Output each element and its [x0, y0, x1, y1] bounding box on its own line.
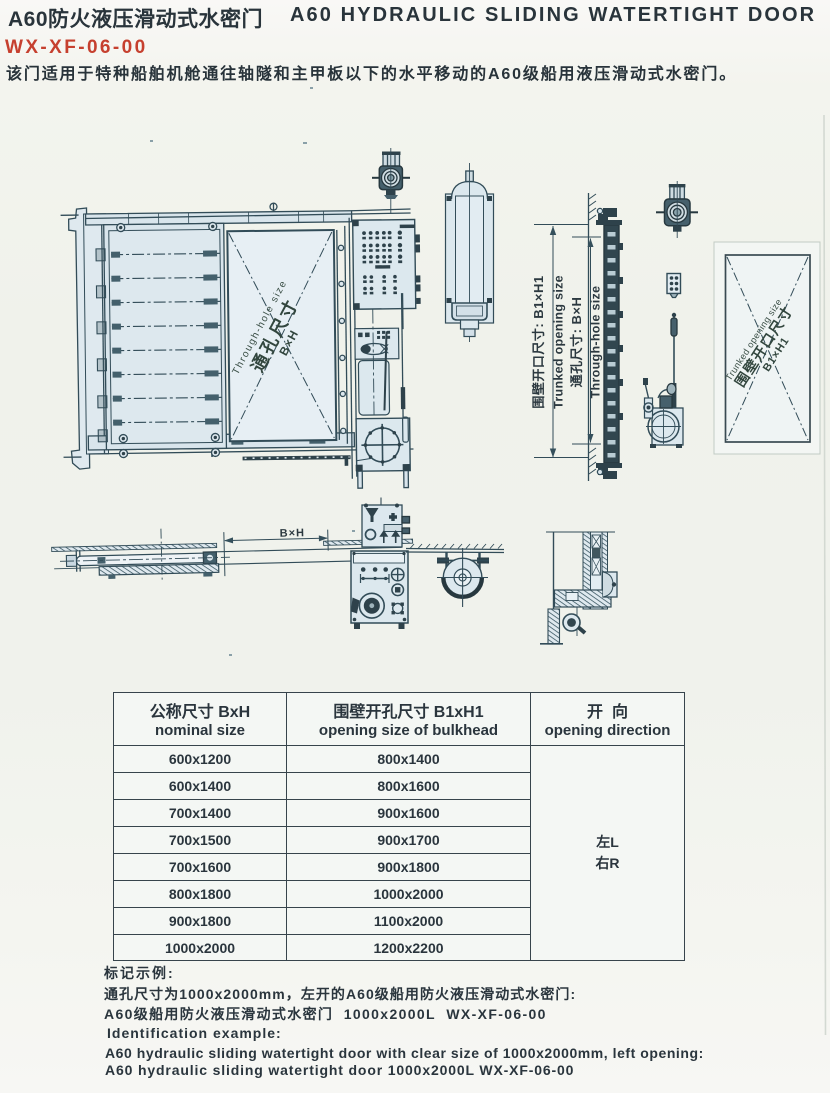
- svg-text:Through-hole size: Through-hole size: [589, 286, 603, 399]
- svg-text:Trunked opening size: Trunked opening size: [552, 275, 566, 409]
- svg-text:围壁开口尺寸: B1×H1: 围壁开口尺寸: B1×H1: [531, 275, 546, 408]
- svg-text:通孔尺寸: B×H: 通孔尺寸: B×H: [569, 297, 584, 388]
- svg-text:B×H: B×H: [280, 527, 306, 540]
